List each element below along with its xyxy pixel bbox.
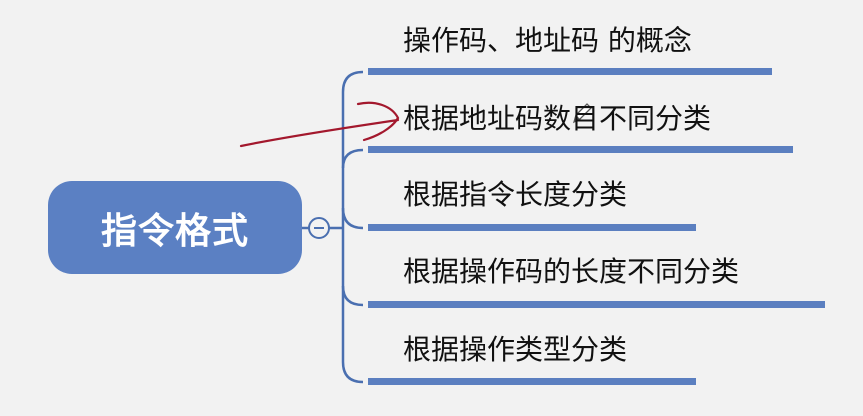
branch-underline-4	[368, 378, 696, 385]
branch-label-opcode-address-concept[interactable]: 操作码、地址码 的概念	[403, 24, 692, 57]
branch-label-by-instruction-length[interactable]: 根据指令长度分类	[403, 178, 628, 211]
branch-label-by-address-count[interactable]: 根据地址码数目不同分类	[403, 102, 712, 135]
branch-spine	[341, 70, 364, 384]
branch-underline-1	[368, 146, 793, 153]
branch-curve-3	[341, 285, 364, 307]
pen-cursor-icon	[572, 103, 592, 124]
annotation-arrow-head	[356, 101, 400, 142]
annotation-arrow-shaft	[239, 118, 400, 148]
branch-underline-2	[368, 224, 696, 231]
minus-icon	[314, 227, 324, 229]
branch-underline-3	[368, 301, 825, 308]
branch-curve-2	[341, 207, 364, 230]
branch-curve-1	[341, 148, 364, 169]
root-node[interactable]: 指令格式	[48, 181, 302, 274]
collapse-toggle-button[interactable]	[308, 217, 330, 239]
branch-label-by-opcode-length[interactable]: 根据操作码的长度不同分类	[403, 255, 740, 288]
branch-underline-0	[368, 68, 772, 75]
root-node-label: 指令格式	[100, 210, 249, 252]
branch-label-by-operation-type[interactable]: 根据操作类型分类	[403, 333, 628, 366]
